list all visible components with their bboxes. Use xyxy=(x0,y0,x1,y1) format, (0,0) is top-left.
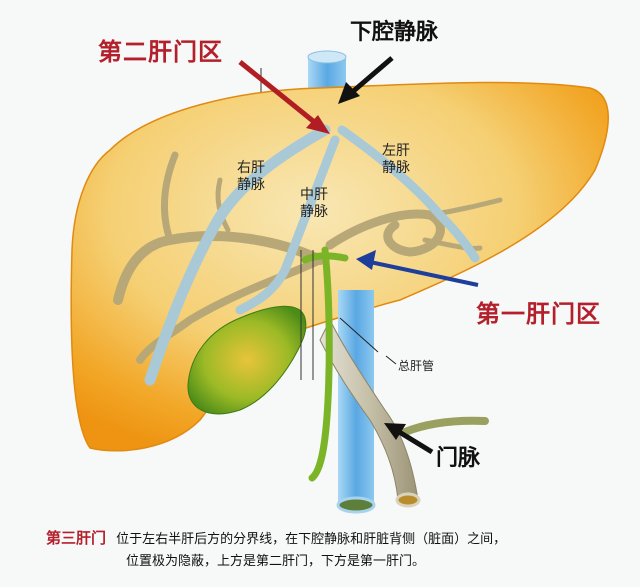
right-hepatic-vein xyxy=(144,124,331,386)
caption-title: 第三肝门 xyxy=(46,529,107,547)
arrow-second-porta xyxy=(238,60,330,134)
label-ivc: 下腔静脉 xyxy=(350,20,439,45)
arrow-first-porta xyxy=(356,250,479,287)
hepatic-veins xyxy=(144,124,480,386)
label-common-hepatic-duct: 总肝管 xyxy=(398,359,435,373)
label-second-porta: 第二肝门区 xyxy=(98,38,223,66)
arrow-portal-vein xyxy=(384,423,434,455)
arrow-ivc xyxy=(338,56,394,104)
bile-duct xyxy=(308,246,333,482)
caption-line-1: 位于左右半肝后方的分界线，在下腔静脉和肝脏背侧（脏面）之间， xyxy=(116,532,507,547)
caption-line-2: 位置极为隐蔽，上方是第二肝门，下方是第一肝门。 xyxy=(126,554,426,569)
portal-branches xyxy=(113,151,503,364)
gallbladder xyxy=(187,305,307,415)
label-first-porta: 第一肝门区 xyxy=(476,300,601,328)
label-middle-hepatic-vein: 中肝 静脉 xyxy=(300,187,328,220)
middle-hepatic-vein xyxy=(235,135,340,315)
label-right-hepatic-vein: 右肝 静脉 xyxy=(237,160,265,193)
left-hepatic-vein xyxy=(337,125,480,263)
label-left-hepatic-vein: 左肝 静脉 xyxy=(382,143,410,176)
label-portal-vein: 门脉 xyxy=(436,446,481,471)
